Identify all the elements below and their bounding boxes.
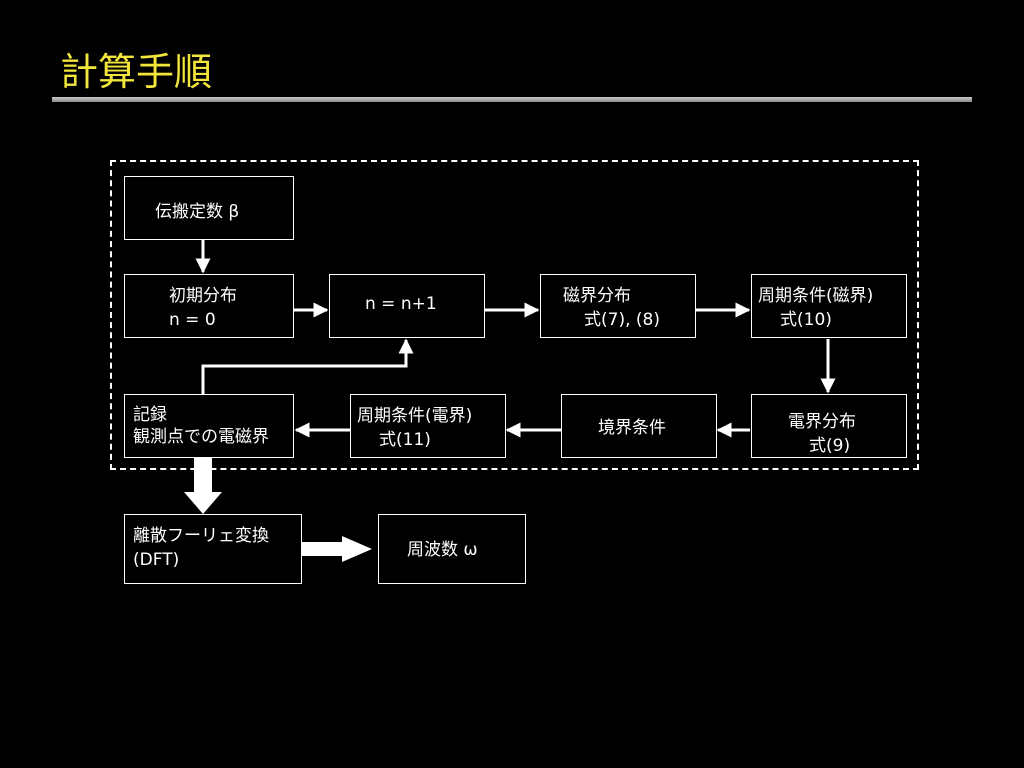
box-periodic-electric: 周期条件(電界) 式(11) xyxy=(350,394,506,458)
periodic-magnetic-equation-label: 式(10) xyxy=(780,310,832,330)
box-boundary-condition: 境界条件 xyxy=(561,394,717,458)
title-underline xyxy=(52,97,972,102)
arrow-record-to-increment-loop xyxy=(201,338,414,394)
increment-label: n = n+1 xyxy=(365,294,437,314)
box-electric-distribution: 電界分布 式(9) xyxy=(751,394,907,458)
initial-n-label: n = 0 xyxy=(169,310,216,330)
electric-distribution-label: 電界分布 xyxy=(788,412,856,432)
propagation-constant-label: 伝搬定数 β xyxy=(155,202,240,222)
boundary-condition-label: 境界条件 xyxy=(598,418,666,438)
magnetic-distribution-label: 磁界分布 xyxy=(563,286,631,306)
periodic-electric-label: 周期条件(電界) xyxy=(357,406,473,426)
electric-equation-label: 式(9) xyxy=(809,436,851,456)
record-label: 記録 xyxy=(133,405,167,425)
box-propagation-constant: 伝搬定数 β xyxy=(124,176,294,240)
box-frequency: 周波数 ω xyxy=(378,514,526,584)
periodic-magnetic-label: 周期条件(磁界) xyxy=(758,286,874,306)
magnetic-equation-label: 式(7), (8) xyxy=(584,310,660,330)
box-increment: n = n+1 xyxy=(329,274,485,338)
iteration-loop-frame xyxy=(110,160,919,470)
arrow-record-to-dft xyxy=(184,458,222,514)
dft-label: 離散フーリェ変換 xyxy=(133,526,269,546)
dft-abbrev-label: (DFT) xyxy=(133,550,180,570)
periodic-electric-equation-label: 式(11) xyxy=(379,430,431,450)
observation-point-label: 観測点での電磁界 xyxy=(133,427,269,447)
slide-title: 計算手順 xyxy=(60,50,213,94)
box-dft: 離散フーリェ変換 (DFT) xyxy=(124,514,302,584)
box-initial-distribution: 初期分布 n = 0 xyxy=(124,274,294,338)
initial-distribution-label: 初期分布 xyxy=(169,286,237,306)
frequency-label: 周波数 ω xyxy=(407,540,478,560)
box-periodic-magnetic: 周期条件(磁界) 式(10) xyxy=(751,274,907,338)
box-magnetic-distribution: 磁界分布 式(7), (8) xyxy=(540,274,696,338)
box-record: 記録 観測点での電磁界 xyxy=(124,394,294,458)
arrow-dft-to-frequency xyxy=(302,536,372,562)
